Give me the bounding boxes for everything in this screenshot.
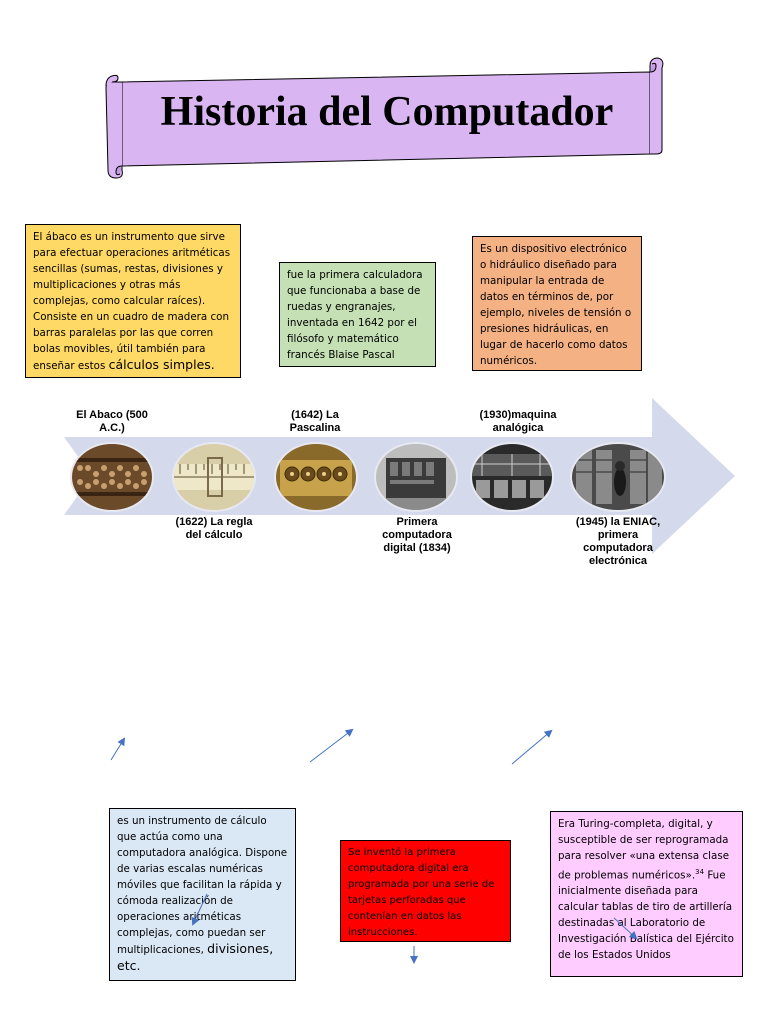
regla-description-tail: divisiones, etc. — [117, 941, 274, 973]
label-pascalina: (1642) La Pascalina — [289, 409, 341, 434]
eniac-photo — [572, 444, 664, 510]
abaco-description-box: El ábaco es un instrumento que sirve par… — [25, 224, 241, 378]
analogica-description-box: Es un dispositivo electrónico o hidráuli… — [472, 236, 642, 371]
regla-description-text: es un instrumento de cálculo que actúa c… — [117, 815, 288, 956]
label-eniac: (1945) la ENIAC, primera computadora ele… — [575, 516, 661, 567]
abaco-description-text: El ábaco es un instrumento que sirve par… — [33, 231, 231, 372]
analogica-description-text: Es un dispositivo electrónico o hidráuli… — [480, 243, 632, 367]
analog-machine-photo — [472, 444, 552, 510]
connector-arrow-3 — [511, 729, 553, 765]
digital-description-text: Se inventó la primera computadora digita… — [348, 847, 495, 938]
label-regla-calculo: (1622) La regla del cálculo — [175, 516, 253, 541]
connector-arrow-1 — [110, 737, 126, 761]
title-banner — [105, 57, 664, 179]
regla-description-box: es un instrumento de cálculo que actúa c… — [109, 808, 296, 981]
eniac-description-text: Era Turing-completa, digital, y suscepti… — [558, 818, 730, 882]
abaco-description-tail: cálculos simples. — [108, 357, 215, 372]
connector-arrow-2 — [309, 728, 354, 763]
abacus-photo — [72, 444, 152, 510]
label-abaco: El Abaco (500 A.C.) — [76, 409, 148, 434]
pascalina-description-text: fue la primera calculadora que funcionab… — [287, 269, 423, 361]
eniac-citation: 34 — [695, 868, 705, 876]
eniac-description-tail: Fue inicialmente diseñada para calcular … — [558, 869, 734, 962]
pascaline-photo — [276, 444, 356, 510]
timeline-arrow — [64, 398, 735, 554]
first-digital-computer-photo — [376, 444, 456, 510]
pascalina-description-box: fue la primera calculadora que funcionab… — [279, 262, 436, 367]
digital-description-box: Se inventó la primera computadora digita… — [340, 840, 511, 942]
page-title: Historia del Computador — [160, 89, 614, 135]
label-maquina-analogica: (1930)maquina analógica — [479, 409, 557, 434]
eniac-description-box: Era Turing-completa, digital, y suscepti… — [550, 811, 743, 977]
label-primera-computadora-digital: Primera computadora digital (1834) — [382, 516, 452, 554]
slide-rule-photo — [174, 444, 254, 510]
